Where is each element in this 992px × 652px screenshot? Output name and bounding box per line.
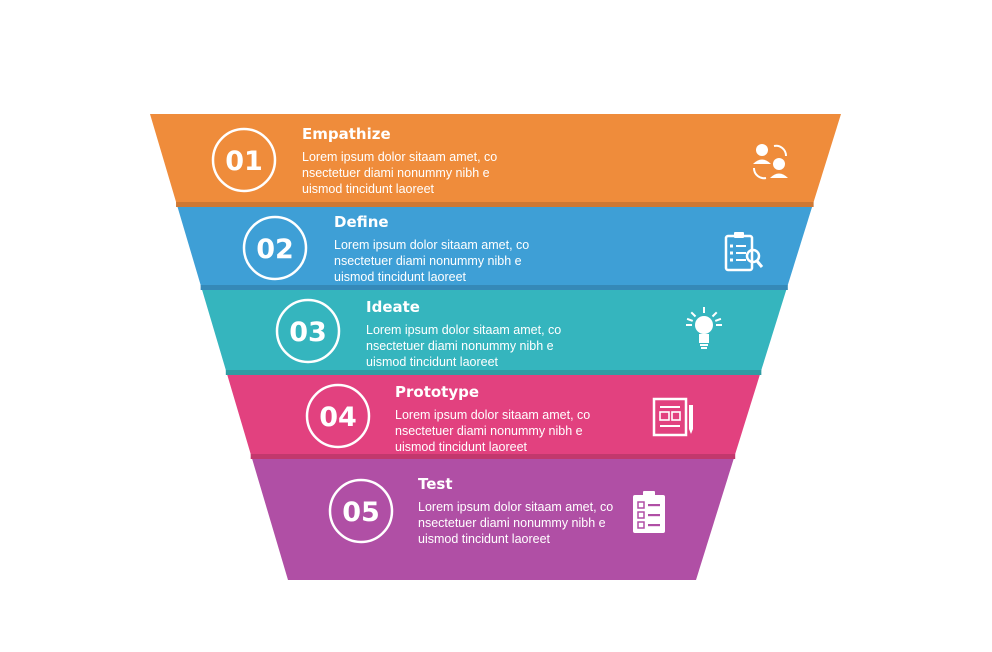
- stage-divider: [200, 285, 788, 290]
- stage-description-line: Lorem ipsum dolor sitaam amet, co: [395, 408, 590, 422]
- step-number: 05: [342, 497, 380, 528]
- step-number-ring: [275, 298, 341, 364]
- stage-description-line: uismod tincidunt laoreet: [395, 440, 528, 454]
- stage-description-line: Lorem ipsum dolor sitaam amet, co: [334, 238, 529, 252]
- stage-band: [252, 459, 734, 580]
- stage-description-line: Lorem ipsum dolor sitaam amet, co: [302, 150, 497, 164]
- stage-title: Ideate: [366, 298, 420, 316]
- step-number: 02: [256, 234, 294, 265]
- step-number: 04: [319, 402, 357, 433]
- blueprint-icon: [652, 397, 693, 437]
- step-number-ring: [242, 215, 308, 281]
- step-number-ring: [211, 127, 277, 193]
- stage-title: Empathize: [302, 125, 391, 143]
- step-number: 01: [225, 146, 263, 177]
- checklist-icon: [633, 491, 665, 533]
- step-number: 03: [289, 317, 327, 348]
- stage-description-line: uismod tincidunt laoreet: [418, 532, 551, 546]
- step-number-ring: [328, 478, 394, 544]
- stage-title: Define: [334, 213, 389, 231]
- step-number-ring: [305, 383, 371, 449]
- stage-description-line: nsectetuer diami nonummy nibh e: [418, 516, 606, 530]
- stage-description-line: uismod tincidunt laoreet: [366, 355, 499, 369]
- stage-description-line: uismod tincidunt laoreet: [302, 182, 435, 196]
- stage-description-line: nsectetuer diami nonummy nibh e: [302, 166, 490, 180]
- clipboard-search-icon: [724, 232, 764, 272]
- stage-description-line: uismod tincidunt laoreet: [334, 270, 467, 284]
- stage-title: Test: [418, 475, 453, 493]
- stage-description-line: nsectetuer diami nonummy nibh e: [395, 424, 583, 438]
- stage-band: [202, 290, 787, 375]
- lightbulb-icon: [686, 307, 722, 349]
- stage-divider: [176, 202, 814, 207]
- stage-description-line: nsectetuer diami nonummy nibh e: [366, 339, 554, 353]
- stage-description-line: nsectetuer diami nonummy nibh e: [334, 254, 522, 268]
- people-exchange-icon: [752, 144, 788, 180]
- stage-divider: [250, 454, 736, 459]
- stage-divider: [225, 370, 762, 375]
- stage-description-line: Lorem ipsum dolor sitaam amet, co: [366, 323, 561, 337]
- stage-band: [177, 207, 813, 290]
- stage-band: [150, 114, 841, 207]
- stage-description-line: Lorem ipsum dolor sitaam amet, co: [418, 500, 613, 514]
- stage-title: Prototype: [395, 383, 479, 401]
